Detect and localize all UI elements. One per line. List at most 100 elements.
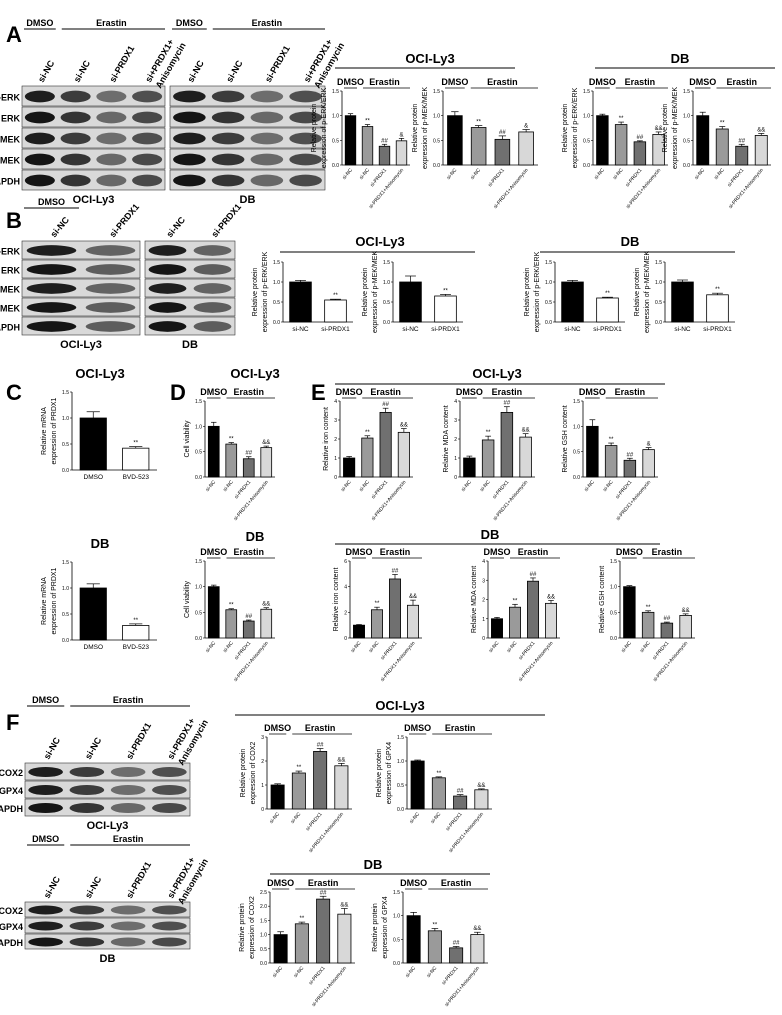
y-tick-label: 1 [454,456,457,462]
blot-strip [21,169,166,191]
y-tick-label: 1.0 [393,914,400,920]
protein-band [110,802,146,814]
lane-label: si-NC [72,58,93,84]
x-tick-label: si-PRDX1 [321,326,350,333]
bar [291,772,306,810]
significance-mark: && [477,783,485,789]
bar [122,447,150,471]
y-tick-label: 0.0 [393,961,400,967]
x-tick-label: si-PRDX1+Anisomycin [652,640,689,683]
significance-mark: && [409,594,417,600]
bar [294,923,309,964]
treatment-label-dmso: DMSO [32,695,59,705]
y-tick-label: 1.5 [433,89,440,95]
x-tick-label: si-NC [583,479,596,493]
bar [527,580,539,639]
y-tick-label: 0.5 [332,138,339,144]
significance-mark: ** [619,116,624,122]
x-tick-label: si-PRDX1+Anisomycin [492,479,529,522]
protein-band [193,302,232,313]
bar [378,145,391,166]
bar [706,294,729,323]
blot-row-label: GPX4 [0,786,23,796]
significance-mark: ** [133,441,138,447]
y-tick-label: 1.5 [195,559,202,565]
significance-mark: ** [229,603,234,609]
treatment-label-erastin: Erastin [96,18,127,28]
blot-strip [169,148,326,170]
y-tick-label: 1.0 [62,416,69,422]
blot-row-label: COX2 [0,906,23,916]
treatment-label-erastin: Erastin [445,723,476,733]
x-tick-label: DMSO [84,474,104,481]
protein-band [211,132,245,145]
blot-row-label: GAPDH [0,323,20,333]
blot-row-label: ERK [1,266,21,276]
treatment-label-erastin: Erastin [233,387,264,397]
bar [334,765,349,810]
protein-band [85,302,136,313]
panel-label-C: C [6,380,22,405]
bar [604,445,618,478]
significance-mark: & [524,123,528,129]
y-tick-label: 1.5 [573,399,580,405]
lane-label: si-NC [185,58,206,84]
y-axis-label: Relative GSH content [562,405,569,472]
y-tick-label: 0.5 [610,610,617,616]
y-tick-label: 4 [454,399,457,405]
section-title: DB [91,536,110,551]
protein-band [173,153,206,166]
y-axis-label: expression of COX2 [250,742,257,805]
x-tick-label: si-PRDX1 [445,811,464,832]
protein-band [24,174,55,187]
y-axis-label: Relative MDA content [443,405,450,472]
y-axis-label: expression of p-MEK/MEK [644,251,651,333]
lane-label: si-NC [48,214,71,239]
bar [207,425,220,478]
treatment-label-erastin: Erastin [308,878,339,888]
y-tick-label: 1.0 [433,114,440,120]
significance-mark: ** [609,437,614,443]
x-tick-label: si-NC [402,326,419,333]
treatment-label-erastin: Erastin [652,547,683,557]
x-tick-label: BVD-523 [123,474,150,481]
bar [407,604,419,639]
y-tick-label: 0 [261,807,264,813]
x-tick-label: si-PRDX1+Anisomycin [370,479,407,522]
bar [642,449,655,478]
protein-band [24,90,55,103]
treatment-label-erastin: Erastin [252,18,283,28]
y-tick-label: 1.5 [583,89,590,95]
bar [289,281,312,323]
treatment-label-dmso: DMSO [32,834,59,844]
x-tick-label: si-NC [358,167,371,181]
significance-mark: ## [664,616,671,622]
y-tick-label: 0.5 [655,300,662,306]
protein-band [193,245,232,256]
y-tick-label: 0.5 [273,300,280,306]
bar [596,115,609,166]
treatment-label-dmso: DMSO [456,387,483,397]
x-tick-label: si-NC [205,479,218,493]
bar [586,425,599,478]
panel-label-F: F [6,710,19,735]
y-tick-label: 0.5 [260,947,267,953]
western-blot-OCI-Ly3: COX2GPX4GAPDHOCI-Ly3si-NCsi-NCsi-PRDX1si… [0,695,210,832]
x-tick-label: si-PRDX1+Anisomycin [380,640,417,683]
y-tick-label: 2 [344,610,347,616]
protein-band [250,111,284,124]
y-tick-label: 1.0 [195,585,202,591]
x-tick-label: si-NC [460,479,473,493]
blot-strip [169,85,326,107]
y-tick-label: 0.5 [195,610,202,616]
y-tick-label: 0.0 [273,320,280,326]
x-tick-label: si-NC [479,479,492,493]
x-tick-label: si-NC [222,479,235,493]
protein-band [28,784,63,796]
significance-mark: ** [133,618,138,624]
bar [509,606,521,639]
blot-row-label: GPX4 [0,922,23,932]
